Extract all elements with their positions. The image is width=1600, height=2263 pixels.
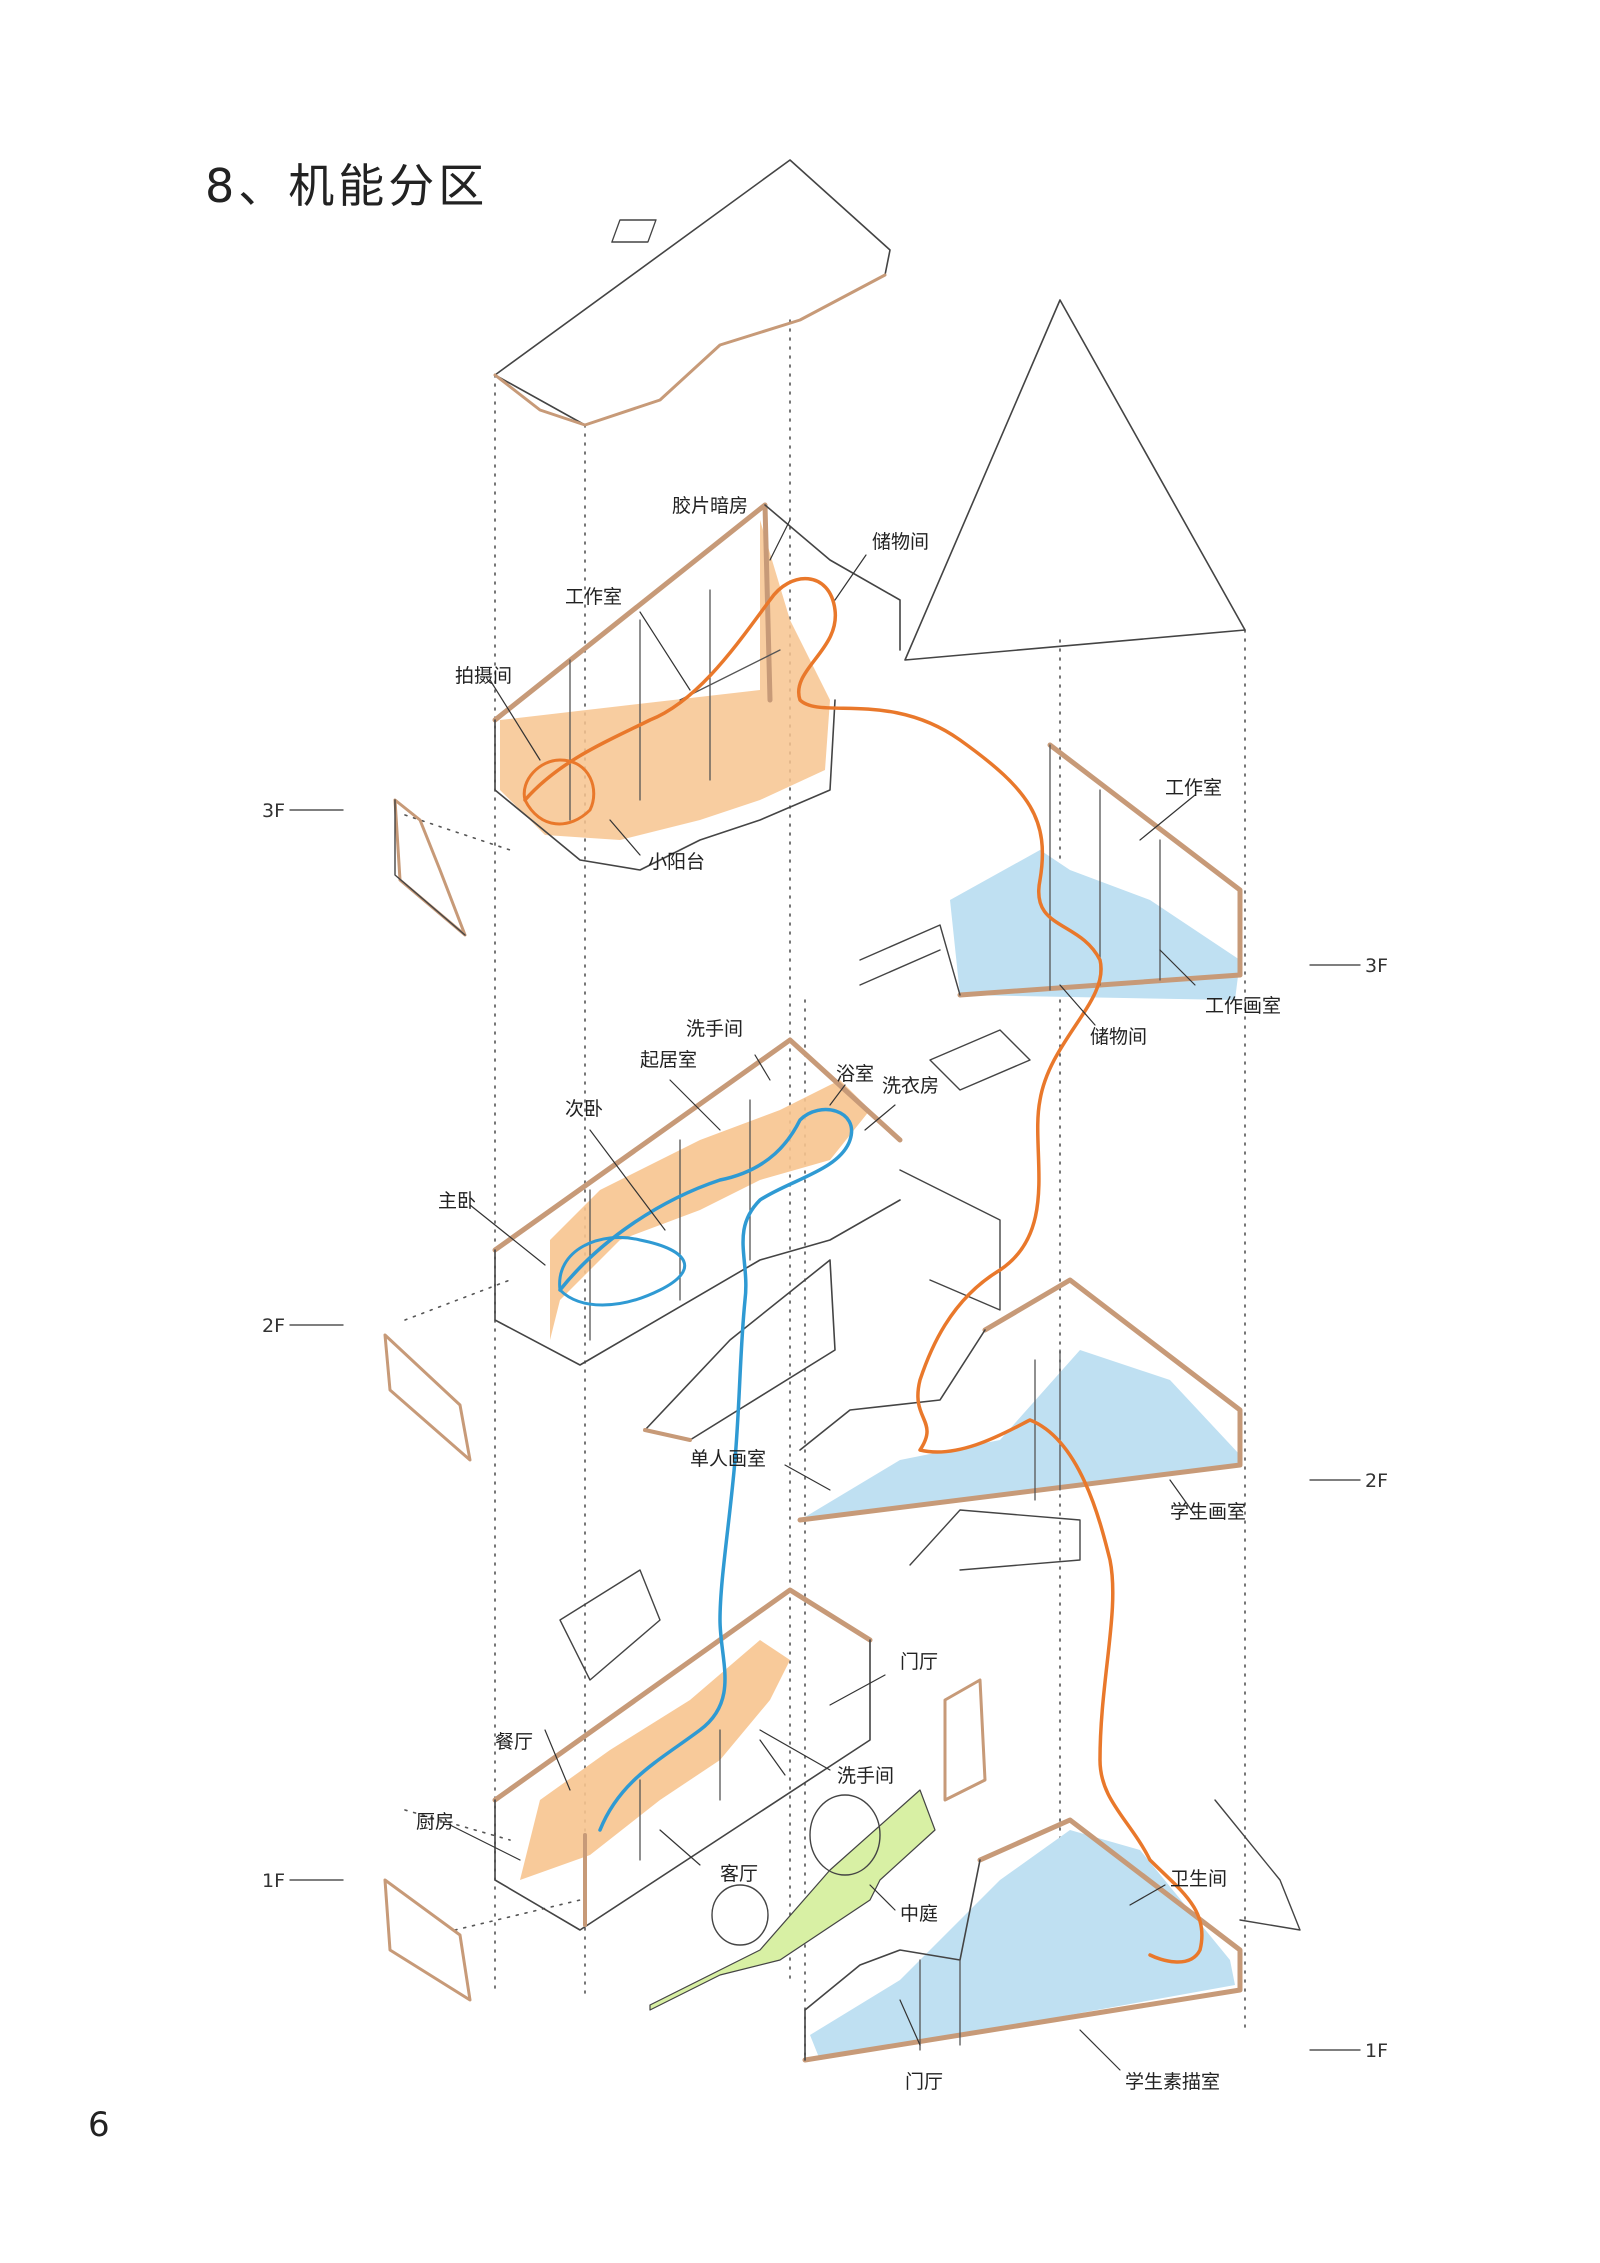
leader-lines — [449, 519, 1196, 2071]
block-3f-right — [859, 299, 1246, 1000]
courtyard-tree — [711, 1884, 769, 1946]
label-entrance-1f-left: 门厅 — [900, 1651, 938, 1673]
courtyard-area — [649, 1789, 936, 2011]
label-studio-3f-left: 工作室 — [565, 586, 622, 608]
label-student-painting-room: 学生画室 — [1170, 1501, 1246, 1523]
label-courtyard: 中庭 — [900, 1903, 938, 1925]
label-kitchen: 厨房 — [416, 1811, 454, 1833]
floor-label-1f-right: 1F — [1365, 2040, 1388, 2062]
label-storage-3f-left: 储物间 — [872, 531, 929, 553]
page-title: 8、机能分区 — [205, 159, 489, 213]
label-bathroom: 浴室 — [836, 1063, 874, 1085]
label-shooting-room: 拍摄间 — [455, 665, 512, 687]
floor-label-3f-right: 3F — [1365, 955, 1388, 977]
floor-label-2f-right: 2F — [1365, 1470, 1388, 1492]
label-living-room-2f: 起居室 — [640, 1049, 697, 1071]
label-washroom-1f: 洗手间 — [837, 1765, 894, 1787]
block-1f-right — [802, 1799, 1301, 2063]
orange-circulation-route — [523, 576, 1204, 1964]
label-laundry: 洗衣房 — [882, 1075, 939, 1097]
label-student-sketch-room: 学生素描室 — [1125, 2071, 1220, 2093]
block-1f-left — [383, 1569, 987, 2002]
floor-ticks — [289, 809, 1361, 2051]
label-small-balcony: 小阳台 — [648, 851, 705, 873]
page-number: 6 — [88, 2105, 110, 2145]
blue-circulation-route — [558, 1235, 686, 1307]
label-washroom-2f: 洗手间 — [686, 1018, 743, 1040]
block-3f-left — [393, 502, 901, 937]
orange-circulation-route — [522, 758, 596, 826]
blue-circulation-route — [558, 1107, 854, 1832]
label-film-darkroom: 胶片暗房 — [672, 495, 748, 517]
floor-label-2f-left: 2F — [262, 1315, 285, 1337]
floor-label-1f-left: 1F — [262, 1870, 285, 1892]
label-dining-room: 餐厅 — [495, 1731, 533, 1753]
block-2f-right — [797, 1277, 1243, 1571]
label-master-bedroom: 主卧 — [438, 1190, 476, 1212]
courtyard-tree — [809, 1794, 881, 1876]
block-2f-left — [383, 1029, 1031, 1462]
label-living-room-1f: 客厅 — [720, 1863, 758, 1885]
label-single-painting-room: 单人画室 — [690, 1448, 766, 1470]
projection-lines — [404, 319, 1246, 2056]
label-entrance-1f-right: 门厅 — [905, 2071, 943, 2093]
label-studio-3f-right: 工作室 — [1165, 777, 1222, 799]
label-studio-painting-room: 工作画室 — [1205, 995, 1281, 1017]
label-toilet: 卫生间 — [1170, 1868, 1227, 1890]
roof-outline — [493, 159, 891, 427]
floor-label-3f-left: 3F — [262, 800, 285, 822]
label-storage-3f-right: 储物间 — [1090, 1026, 1147, 1048]
label-second-bedroom: 次卧 — [565, 1098, 603, 1120]
